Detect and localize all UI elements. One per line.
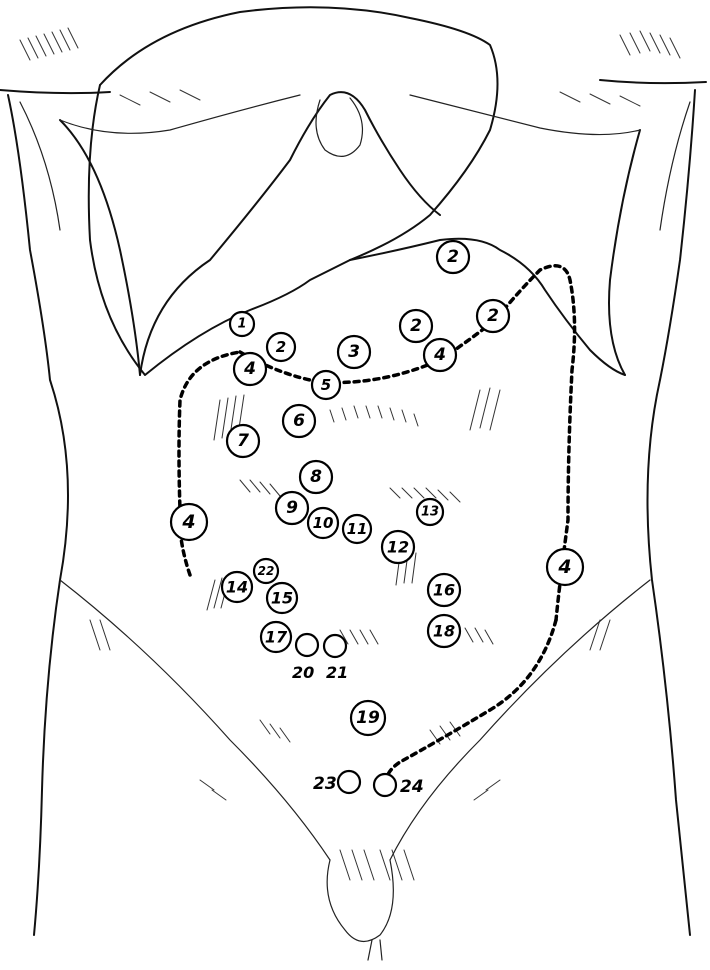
marker: 19 xyxy=(351,701,385,735)
svg-text:7: 7 xyxy=(237,431,249,451)
svg-text:10: 10 xyxy=(313,514,334,532)
marker: 22 xyxy=(254,559,278,583)
svg-text:13: 13 xyxy=(421,505,439,520)
svg-text:2: 2 xyxy=(410,316,422,336)
svg-text:2: 2 xyxy=(487,306,499,326)
svg-text:1: 1 xyxy=(237,317,246,332)
svg-text:4: 4 xyxy=(557,556,571,578)
svg-text:4: 4 xyxy=(243,359,256,379)
torso-outline xyxy=(0,80,706,935)
marker xyxy=(296,634,318,656)
marker: 2 xyxy=(400,310,432,342)
marker: 5 xyxy=(312,371,340,399)
marker: 18 xyxy=(428,615,460,647)
svg-text:22: 22 xyxy=(258,564,275,578)
marker-label: 24 xyxy=(400,777,424,797)
marker: 4 xyxy=(234,353,266,385)
marker: 4 xyxy=(547,549,583,585)
svg-text:19: 19 xyxy=(356,708,380,728)
marker xyxy=(324,635,346,657)
marker: 4 xyxy=(171,504,207,540)
marker: 10 xyxy=(308,508,338,538)
svg-text:9: 9 xyxy=(286,498,298,518)
svg-text:3: 3 xyxy=(348,342,360,362)
svg-text:5: 5 xyxy=(321,376,331,394)
marker: 4 xyxy=(424,339,456,371)
svg-text:11: 11 xyxy=(347,520,368,538)
marker: 2 xyxy=(267,333,295,361)
svg-text:2: 2 xyxy=(447,247,459,267)
svg-text:16: 16 xyxy=(433,581,455,600)
marker: 13 xyxy=(417,499,443,525)
marker: 15 xyxy=(267,583,297,613)
marker: 14 xyxy=(222,572,252,602)
svg-text:6: 6 xyxy=(293,411,305,431)
marker: 2 xyxy=(477,300,509,332)
marker-label: 23 xyxy=(313,774,337,794)
marker-layer: 2 1 2 2 2 3 4 4 5 6 7 8 9 10 11 12 13 4 … xyxy=(171,241,583,797)
marker-label: 20 xyxy=(292,663,314,682)
shading-hatch xyxy=(20,28,680,880)
svg-text:8: 8 xyxy=(310,467,322,487)
marker: 17 xyxy=(261,622,291,652)
svg-text:15: 15 xyxy=(271,589,293,608)
svg-text:14: 14 xyxy=(226,578,248,597)
marker: 1 xyxy=(230,312,254,336)
marker: 12 xyxy=(382,531,414,563)
rib-cage-outline xyxy=(60,7,640,375)
marker-label: 21 xyxy=(326,663,348,682)
marker: 8 xyxy=(300,461,332,493)
marker xyxy=(338,771,360,793)
marker: 2 xyxy=(437,241,469,273)
svg-text:4: 4 xyxy=(433,345,446,365)
svg-text:18: 18 xyxy=(433,622,455,641)
marker: 9 xyxy=(276,492,308,524)
marker xyxy=(374,774,396,796)
lower-body-outline xyxy=(60,580,650,960)
svg-text:12: 12 xyxy=(387,538,409,557)
marker: 7 xyxy=(227,425,259,457)
marker: 11 xyxy=(343,515,371,543)
svg-text:17: 17 xyxy=(265,628,288,647)
svg-text:4: 4 xyxy=(181,511,195,533)
marker: 3 xyxy=(338,336,370,368)
marker: 6 xyxy=(283,405,315,437)
marker: 16 xyxy=(428,574,460,606)
svg-text:2: 2 xyxy=(276,338,286,356)
